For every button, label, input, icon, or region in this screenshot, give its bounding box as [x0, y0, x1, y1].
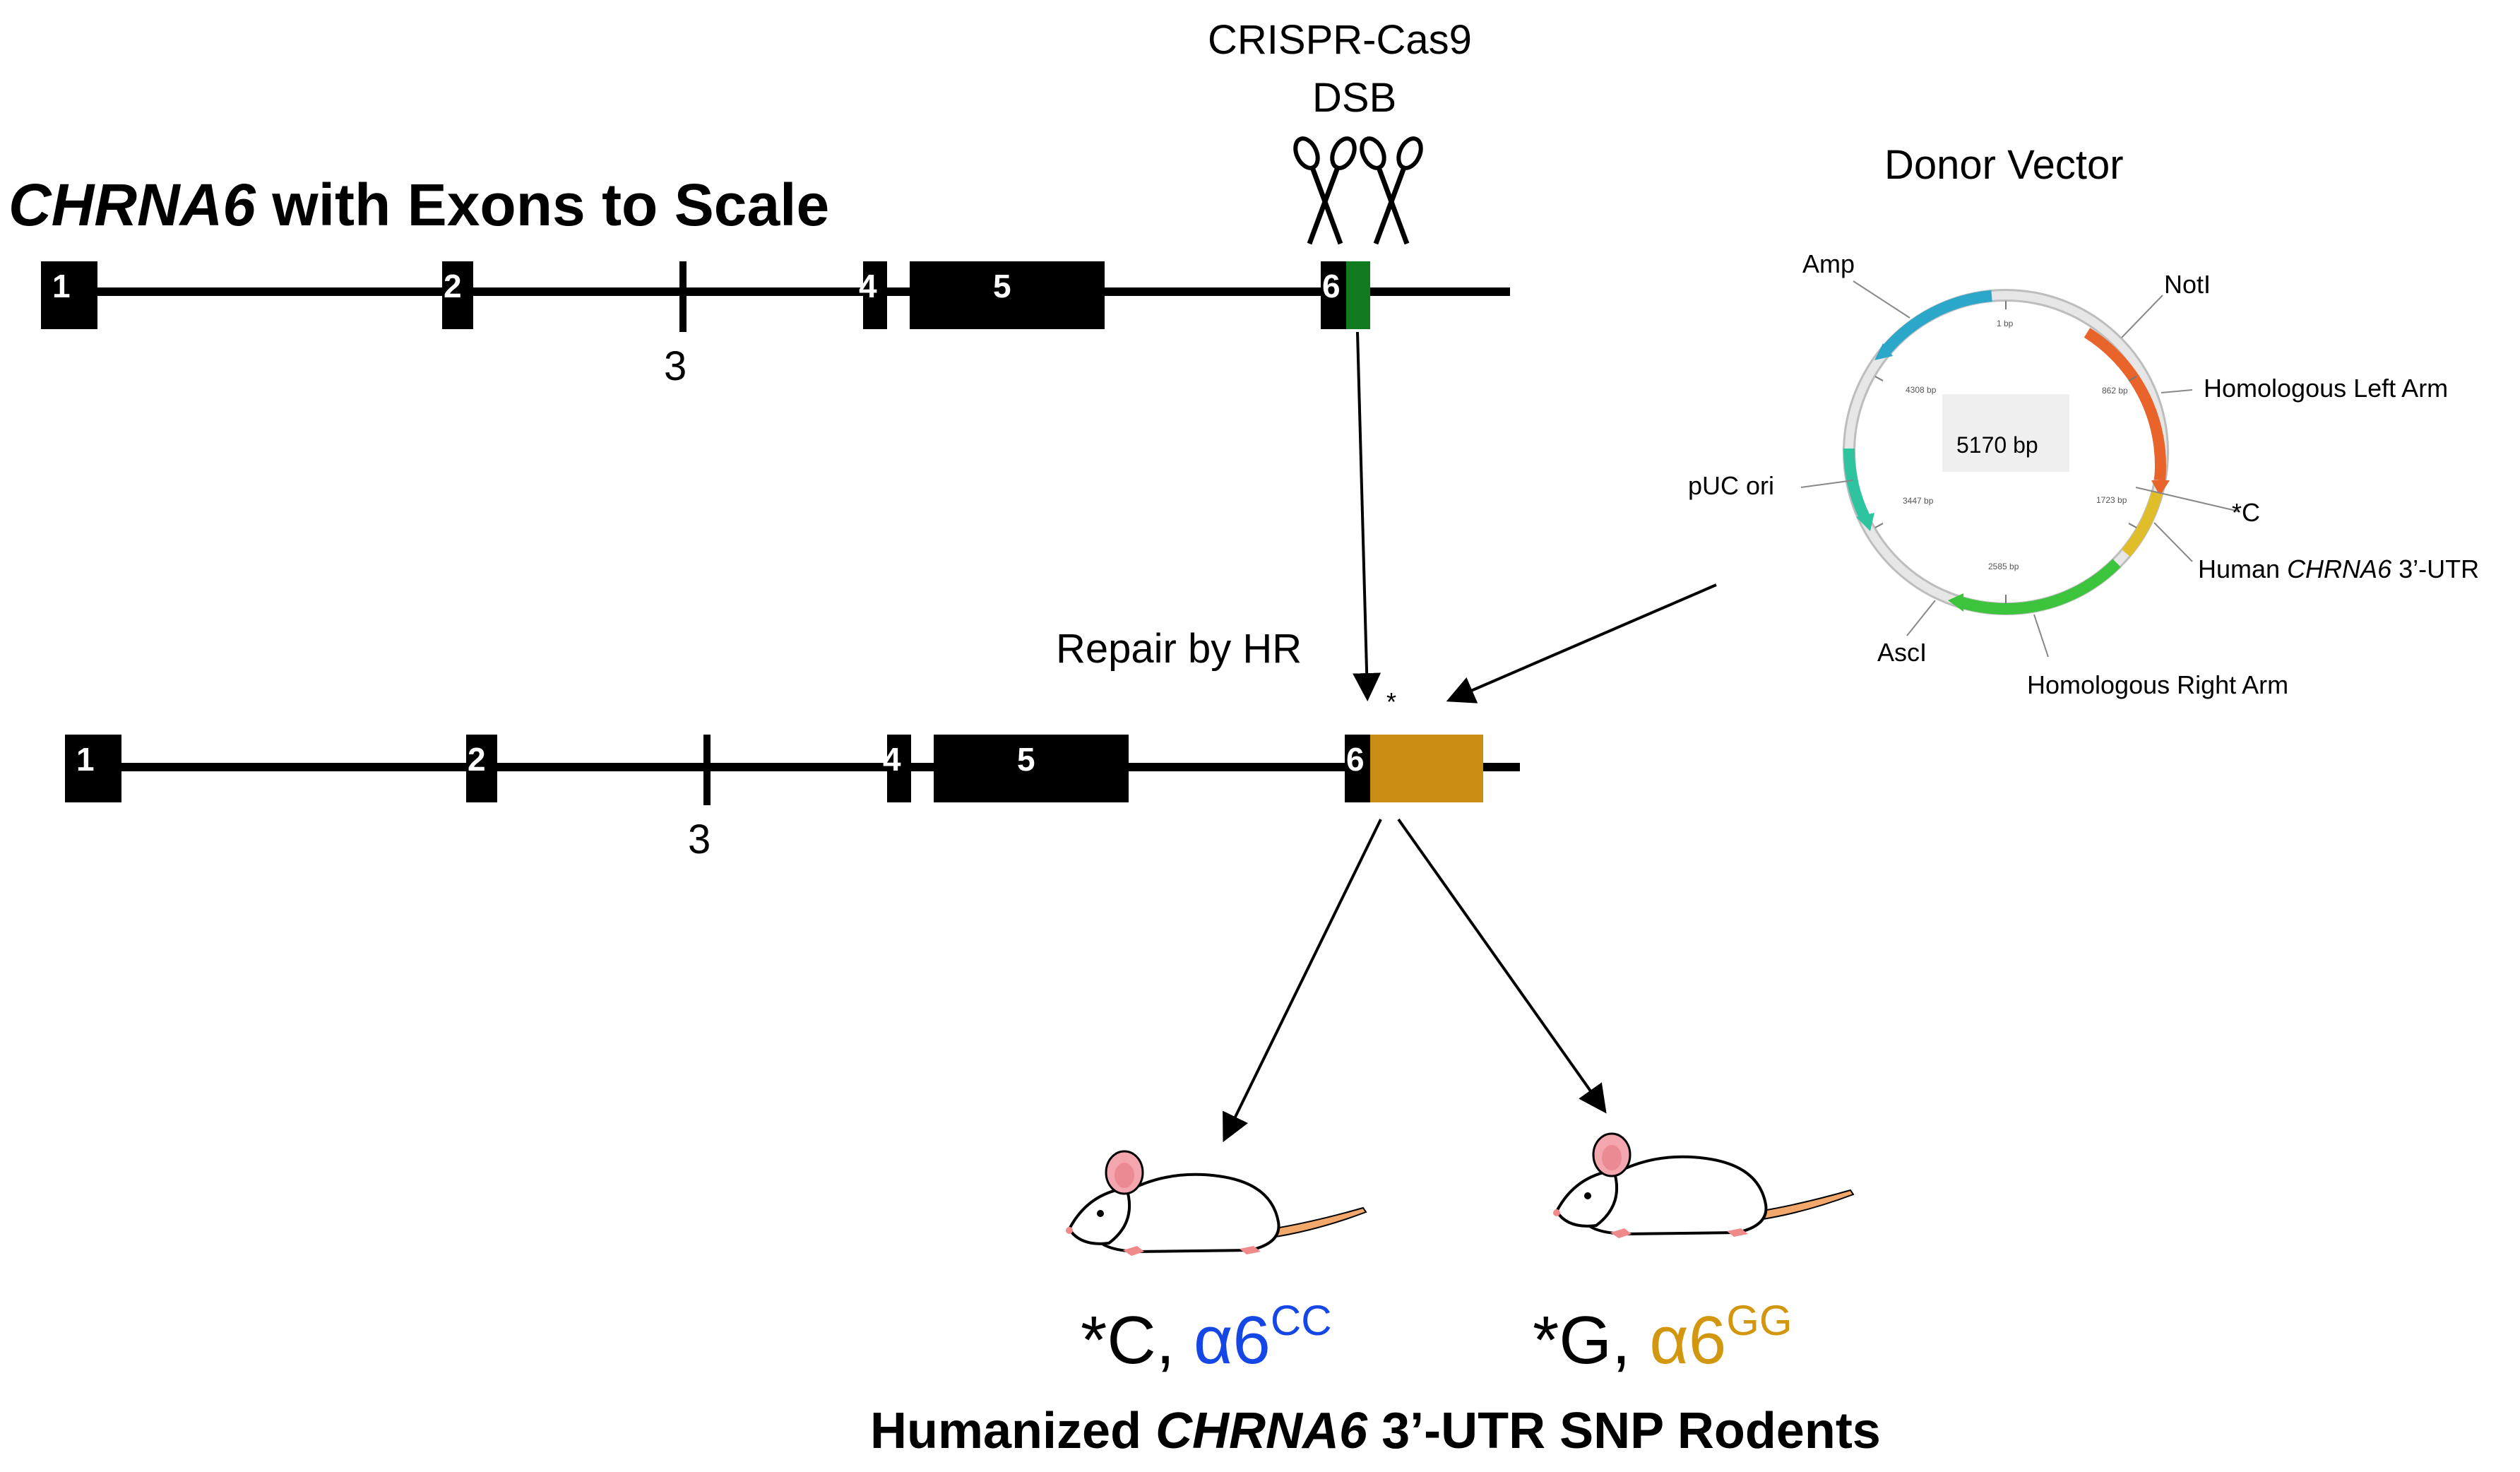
bottom-exon-6: 6 — [1345, 735, 1370, 802]
arrow-to-mouse-cc — [1223, 819, 1382, 1143]
tick-1bp: 1 bp — [1997, 319, 2014, 328]
right-arm-arrowhead — [1948, 593, 1963, 612]
bottom-title: Humanized CHRNA6 3’-UTR SNP Rodents — [870, 1406, 1881, 1456]
amp-label: Amp — [1802, 249, 1855, 278]
plasmid-size: 5170 bp — [1956, 432, 2038, 458]
arrow-to-mouse-gg — [1397, 818, 1607, 1114]
left-arm-arrowhead — [2151, 480, 2170, 496]
genotype-gg-allele: *G, — [1533, 1302, 1650, 1378]
top-exon-4-label: 4 — [859, 268, 877, 304]
bottom-exon-2: 2 — [466, 735, 497, 802]
bottom-exon-4-label: 4 — [883, 741, 901, 778]
bottom-exon-3 — [703, 735, 711, 805]
noti-label: NotI — [2164, 270, 2211, 299]
puc-arrowhead — [1856, 513, 1874, 531]
right-arm-label: Homologous Right Arm — [2027, 670, 2289, 699]
bottom-exon-4: 4 — [883, 735, 911, 802]
bottom-title-pre: Humanized — [870, 1403, 1156, 1459]
top-exon-2: 2 — [442, 261, 473, 329]
scissors-icon-left — [1293, 136, 1357, 245]
bottom-title-post: 3’-UTR SNP Rodents — [1367, 1403, 1881, 1459]
top-exon-3-label: 3 — [664, 343, 687, 389]
utr-label-post: 3’-UTR — [2391, 554, 2480, 583]
top-exon-2-label: 2 — [444, 268, 462, 304]
top-intron-line — [41, 287, 1510, 296]
top-exon-1: 1 — [41, 261, 97, 329]
genotype-cc-allele: *C, — [1081, 1302, 1194, 1378]
bottom-exon-3-label: 3 — [688, 817, 711, 862]
bottom-exon-5: 5 — [934, 735, 1129, 802]
utr-label-gene: CHRNA6 — [2287, 554, 2392, 583]
genotype-cc-base: α6 — [1194, 1302, 1271, 1378]
tick-1723bp: 1723 bp — [2096, 495, 2127, 505]
top-title: CHRNA6 with Exons to Scale — [8, 175, 829, 235]
puc-feature — [1843, 448, 1870, 520]
bottom-exon-2-label: 2 — [468, 741, 486, 778]
bottom-exon-1-label: 1 — [76, 741, 95, 778]
snp-c-label: *C — [2232, 498, 2261, 527]
top-title-rest: with Exons to Scale — [256, 172, 830, 238]
top-exon-6: 6 — [1321, 261, 1346, 329]
mouse-icon-gg — [1553, 1132, 1855, 1238]
scissors-icon-right — [1360, 136, 1423, 245]
genotype-cc: *C, α6CC — [1081, 1300, 1332, 1375]
top-exon-5: 5 — [910, 261, 1105, 329]
donor-title: Donor Vector — [1884, 142, 2124, 188]
snp-asterisk: * — [1386, 687, 1397, 716]
top-exon-6-label: 6 — [1322, 268, 1341, 304]
target-region — [1346, 261, 1370, 329]
left-arm-label: Homologous Left Arm — [2204, 374, 2449, 403]
top-title-gene: CHRNA6 — [8, 172, 256, 238]
humanized-utr-block — [1370, 735, 1483, 802]
bottom-exon-6-label: 6 — [1346, 741, 1365, 778]
plasmid-map — [1843, 289, 2170, 615]
top-exon-5-label: 5 — [993, 268, 1011, 304]
crispr-label-line1: CRISPR-Cas9 — [1208, 17, 1472, 63]
crispr-label-line2: DSB — [1312, 75, 1397, 121]
tick-3447bp: 3447 bp — [1903, 496, 1934, 506]
genotype-cc-sup: CC — [1270, 1297, 1332, 1344]
arrow-donor-to-repair — [1446, 583, 1717, 704]
utr-label: Human CHRNA6 3’-UTR — [2198, 557, 2479, 582]
asci-label: AscI — [1877, 638, 1927, 667]
top-exon-4: 4 — [859, 261, 887, 329]
mouse-icon-cc — [1066, 1150, 1367, 1256]
bottom-intron-line — [65, 763, 1520, 771]
amp-feature — [1881, 290, 1992, 355]
genotype-gg-base: α6 — [1649, 1302, 1727, 1378]
tick-862bp: 862 bp — [2102, 386, 2128, 396]
genotype-gg: *G, α6GG — [1533, 1300, 1793, 1375]
utr-label-pre: Human — [2198, 554, 2288, 583]
utr-feature — [2121, 491, 2163, 557]
repair-label: Repair by HR — [1056, 626, 1302, 672]
arrow-target-to-repair — [1353, 331, 1381, 701]
tick-4308bp: 4308 bp — [1906, 385, 1937, 395]
puc-label: pUC ori — [1688, 471, 1775, 500]
tick-2585bp: 2585 bp — [1988, 562, 2019, 571]
amp-arrowhead — [1874, 343, 1893, 360]
genotype-gg-sup: GG — [1726, 1297, 1793, 1344]
right-arm-feature — [1957, 559, 2121, 615]
bottom-exon-5-label: 5 — [1017, 741, 1035, 778]
bottom-title-gene: CHRNA6 — [1155, 1403, 1368, 1459]
bottom-exon-1: 1 — [65, 735, 121, 802]
scissors-icon-pair — [1293, 136, 1423, 245]
top-exon-3 — [679, 261, 687, 332]
left-arm-feature — [2084, 328, 2166, 481]
top-exon-1-label: 1 — [52, 268, 71, 304]
